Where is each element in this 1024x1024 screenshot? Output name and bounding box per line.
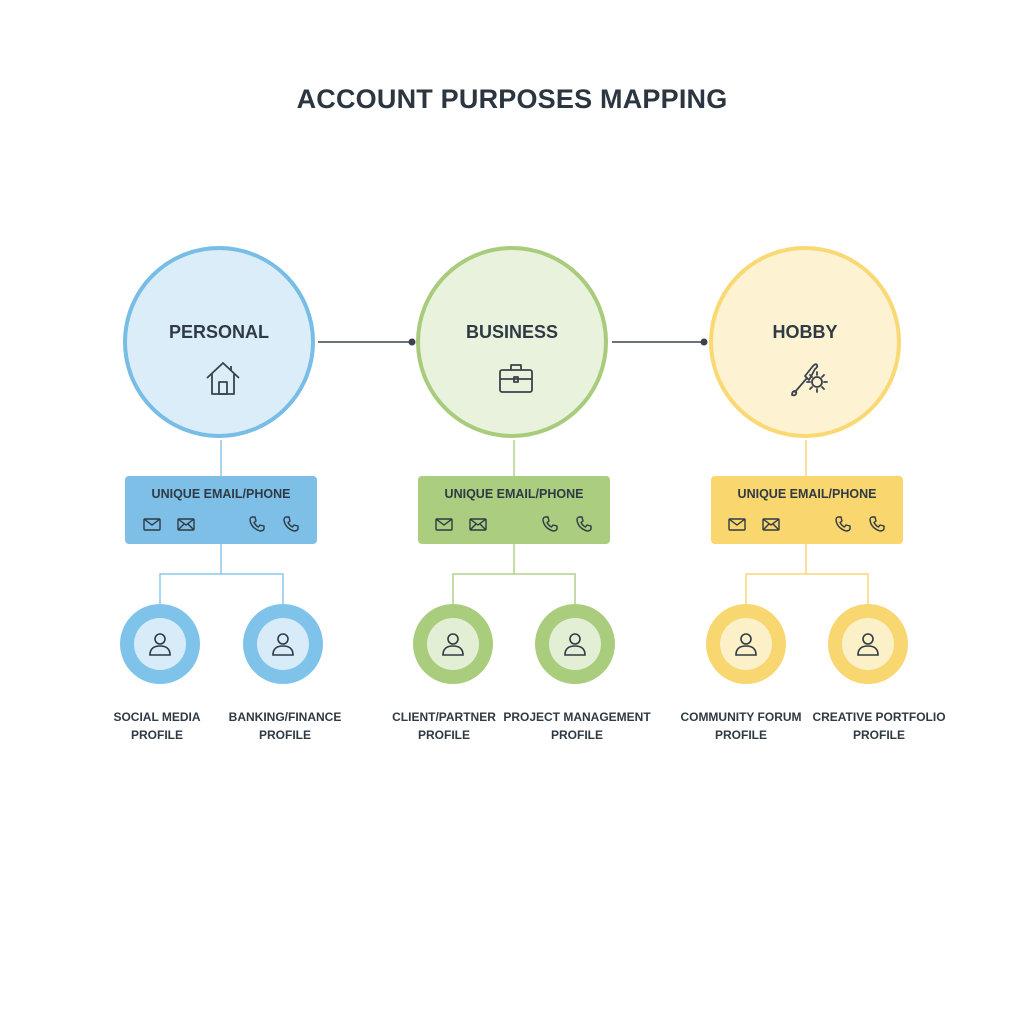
- phone-icon: [283, 516, 299, 532]
- phone-icon: [869, 516, 885, 532]
- briefcase-icon: [499, 364, 533, 393]
- contact-box-personal[interactable]: UNIQUE EMAIL/PHONE: [125, 476, 317, 544]
- category-label: HOBBY: [772, 322, 838, 342]
- category-label: BUSINESS: [465, 322, 559, 342]
- contact-box-hobby[interactable]: UNIQUE EMAIL/PHONE: [711, 476, 903, 544]
- profile-avatar-client-partner[interactable]: [413, 604, 493, 684]
- user-icon: [149, 633, 171, 656]
- page-title: ACCOUNT PURPOSES MAPPING: [296, 84, 728, 114]
- profile-avatar-creative-portfolio[interactable]: [828, 604, 908, 684]
- email-icon: [728, 518, 746, 531]
- email-icon: [435, 518, 453, 531]
- house-icon: [206, 362, 240, 395]
- user-icon: [442, 633, 464, 656]
- category-circle-personal[interactable]: PERSONAL: [123, 246, 315, 438]
- contact-box-label: UNIQUE EMAIL/PHONE: [151, 487, 291, 501]
- email-icon: [469, 518, 487, 531]
- user-icon: [564, 633, 586, 656]
- contact-box-business[interactable]: UNIQUE EMAIL/PHONE: [418, 476, 610, 544]
- paintbrush-gear-icon: [791, 363, 828, 397]
- phone-icon: [249, 516, 265, 532]
- contact-box-label: UNIQUE EMAIL/PHONE: [444, 487, 584, 501]
- category-circle-business[interactable]: BUSINESS: [416, 246, 608, 438]
- category-circle-hobby[interactable]: HOBBY: [709, 246, 901, 438]
- phone-icon: [835, 516, 851, 532]
- phone-icon: [542, 516, 558, 532]
- email-icon: [143, 518, 161, 531]
- email-icon: [762, 518, 780, 531]
- user-icon: [272, 633, 294, 656]
- email-icon: [177, 518, 195, 531]
- user-icon: [857, 633, 879, 656]
- category-label: PERSONAL: [168, 322, 269, 342]
- contact-box-label: UNIQUE EMAIL/PHONE: [737, 487, 877, 501]
- phone-icon: [576, 516, 592, 532]
- profile-avatar-community-forum[interactable]: [706, 604, 786, 684]
- profile-avatar-project-management[interactable]: [535, 604, 615, 684]
- profile-avatar-banking-finance[interactable]: [243, 604, 323, 684]
- profile-avatar-social-media[interactable]: [120, 604, 200, 684]
- user-icon: [735, 633, 757, 656]
